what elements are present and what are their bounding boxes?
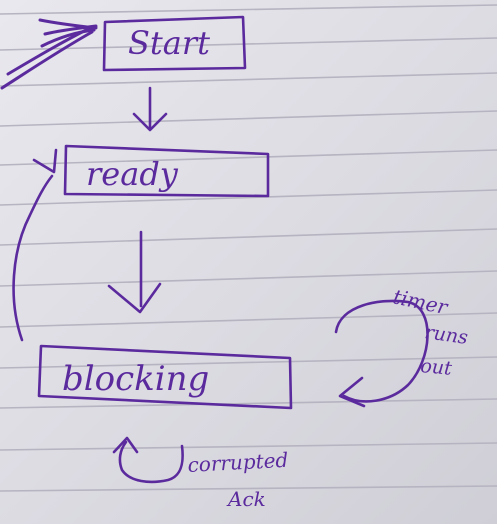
start-node-label: Start <box>128 24 210 62</box>
corrupted-label-line1: corrupted <box>187 448 289 477</box>
timer-label-line3: out <box>420 355 453 380</box>
arrow-ready-to-blocking <box>107 230 162 314</box>
ready-node: ready <box>63 144 270 198</box>
rule-line <box>0 312 497 328</box>
rule-line <box>0 398 497 409</box>
blocking-node-label: blocking <box>62 359 209 399</box>
rule-line <box>0 149 497 166</box>
arrow-start-to-ready <box>132 86 168 132</box>
rule-line <box>0 228 497 246</box>
arrow-blocking-to-ready <box>12 148 58 342</box>
arrow-timer-loop <box>334 299 429 408</box>
start-node: Start <box>102 15 247 72</box>
rule-line <box>0 485 497 492</box>
timer-label-line2: runs <box>423 321 469 349</box>
incoming-arrow <box>0 18 98 90</box>
arrow-corrupted-loop <box>112 436 184 484</box>
blocking-node: blocking <box>37 344 293 410</box>
rule-line <box>0 442 497 451</box>
timer-label-line1: timer <box>391 284 451 319</box>
rule-line <box>0 270 497 287</box>
rule-line <box>0 356 497 369</box>
rule-line <box>0 37 497 51</box>
ready-node-label: ready <box>86 155 179 193</box>
rule-line <box>0 110 497 127</box>
corrupted-label-line2: Ack <box>226 487 266 511</box>
rule-line <box>0 189 497 206</box>
rule-line <box>0 4 497 15</box>
rule-line <box>0 72 497 87</box>
